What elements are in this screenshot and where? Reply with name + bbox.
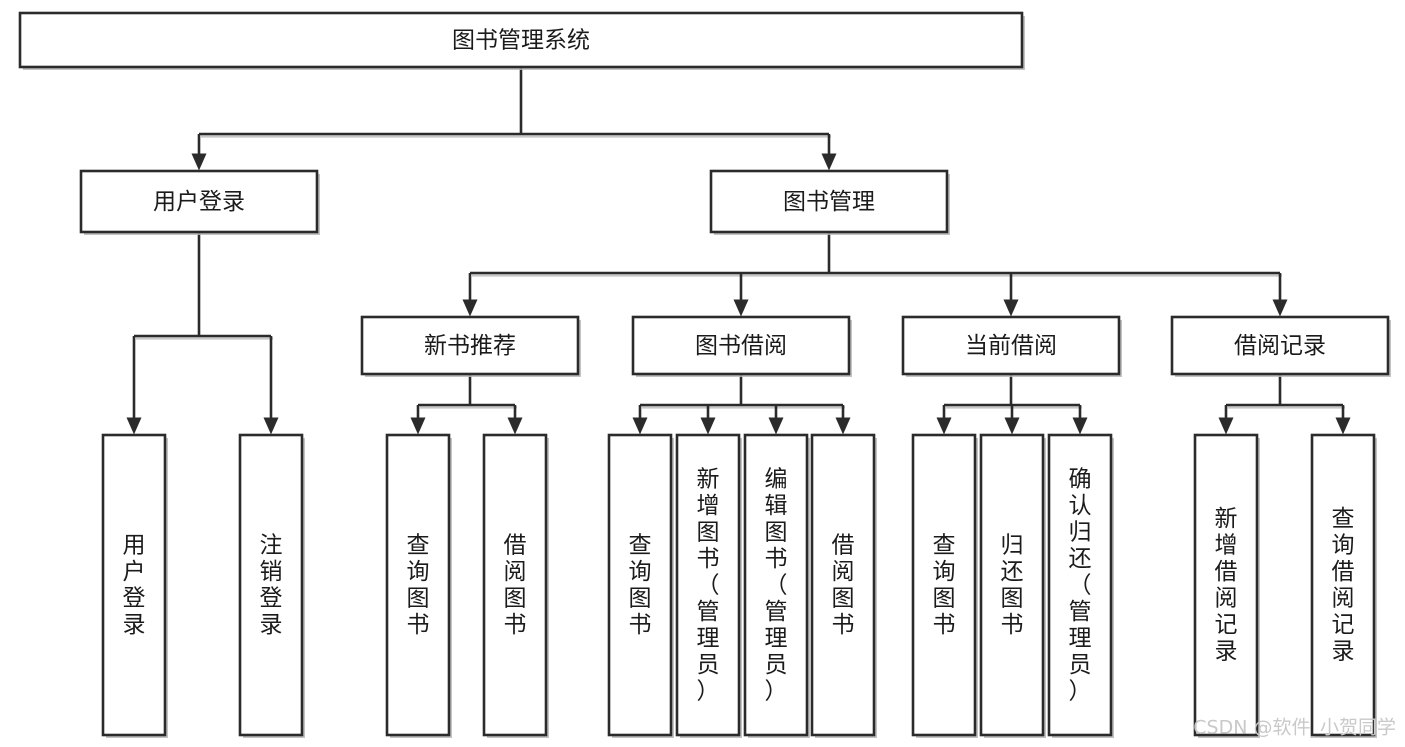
node-leaf-add-book-admin[interactable]: 新增图书（管理员） xyxy=(675,433,742,738)
arrow-head-icon xyxy=(1335,417,1351,435)
node-label: 新书推荐 xyxy=(424,333,516,359)
node-border xyxy=(360,315,580,376)
arrow-head-icon xyxy=(768,417,784,435)
arrow-head-icon xyxy=(835,417,851,435)
nodes-layer: 图书管理系统用户登录图书管理新书推荐图书借阅当前借阅借阅记录用户登录注销登录查询… xyxy=(18,11,1391,738)
connector-userlogin-to-leaves xyxy=(126,232,279,435)
node-label: 确认归还（管理员） xyxy=(1069,466,1092,704)
node-label: 查询图书 xyxy=(407,533,430,639)
node-current-borrow[interactable]: 当前借阅 xyxy=(901,315,1122,377)
node-label: 图书借阅 xyxy=(695,333,787,359)
connector-bookmgmt-to-level3 xyxy=(462,232,1288,317)
node-border xyxy=(631,315,851,376)
node-border xyxy=(979,433,1045,737)
arrow-head-icon xyxy=(632,417,648,435)
node-label: 新增借阅记录 xyxy=(1215,506,1238,665)
connector-bookborrow-to-leaves xyxy=(632,374,851,435)
node-leaf-borrow-book-rec[interactable]: 借阅图书 xyxy=(482,433,549,738)
node-border xyxy=(810,433,876,737)
arrow-head-icon xyxy=(410,417,426,435)
node-leaf-logout[interactable]: 注销登录 xyxy=(238,433,305,738)
csdn-watermark: CSDN @软件_小贺同学 xyxy=(1193,717,1396,739)
node-border xyxy=(709,169,949,234)
node-user-login[interactable]: 用户登录 xyxy=(79,169,320,235)
node-label: 新增图书（管理员） xyxy=(697,466,720,704)
arrow-head-icon xyxy=(733,299,749,317)
arrow-head-icon xyxy=(126,417,142,435)
node-border xyxy=(675,433,741,737)
connector-borrowrecord-to-leaves xyxy=(1218,374,1351,435)
arrow-head-icon xyxy=(462,299,478,317)
node-leaf-query-book-current[interactable]: 查询图书 xyxy=(911,433,978,738)
node-leaf-user-login[interactable]: 用户登录 xyxy=(101,433,168,738)
node-border xyxy=(385,433,451,737)
node-leaf-query-book-borrow[interactable]: 查询图书 xyxy=(607,433,674,738)
arrow-head-icon xyxy=(700,417,716,435)
node-label: 注销登录 xyxy=(260,533,283,639)
arrow-head-icon xyxy=(936,417,952,435)
node-label: 用户登录 xyxy=(153,189,245,215)
node-leaf-edit-book-admin[interactable]: 编辑图书（管理员） xyxy=(743,433,810,738)
arrow-head-icon xyxy=(1272,299,1288,317)
node-leaf-confirm-return-admin[interactable]: 确认归还（管理员） xyxy=(1047,433,1114,738)
node-border xyxy=(901,315,1121,376)
node-label: 借阅记录 xyxy=(1234,333,1326,359)
arrow-head-icon xyxy=(507,417,523,435)
node-label: 借阅图书 xyxy=(504,533,527,639)
node-border xyxy=(911,433,977,737)
arrow-head-icon xyxy=(1004,417,1020,435)
node-border xyxy=(238,433,304,737)
node-leaf-borrow-book-borrow[interactable]: 借阅图书 xyxy=(810,433,877,738)
node-leaf-return-book[interactable]: 归还图书 xyxy=(979,433,1046,738)
connector-root-to-level2 xyxy=(191,67,837,171)
node-new-book-recommend[interactable]: 新书推荐 xyxy=(360,315,581,377)
node-label: 借阅图书 xyxy=(832,533,855,639)
node-leaf-add-borrow-record[interactable]: 新增借阅记录 xyxy=(1193,433,1260,738)
node-label: 编辑图书（管理员） xyxy=(765,466,788,704)
node-border xyxy=(101,433,167,737)
node-label: 归还图书 xyxy=(1001,533,1024,639)
arrow-head-icon xyxy=(263,417,279,435)
node-label: 当前借阅 xyxy=(965,333,1057,359)
node-borrow-record[interactable]: 借阅记录 xyxy=(1170,315,1391,377)
node-label: 图书管理系统 xyxy=(452,28,590,54)
connector-currentborrow-to-leaves xyxy=(936,374,1088,435)
node-label: 查询借阅记录 xyxy=(1332,506,1355,665)
arrow-head-icon xyxy=(191,153,207,171)
node-border xyxy=(607,433,673,737)
node-label: 查询图书 xyxy=(629,533,652,639)
node-border xyxy=(1170,315,1390,376)
arrow-head-icon xyxy=(1218,417,1234,435)
node-border xyxy=(743,433,809,737)
node-label: 用户登录 xyxy=(123,533,146,639)
arrow-head-icon xyxy=(1072,417,1088,435)
arrow-head-icon xyxy=(1003,299,1019,317)
node-book-borrow[interactable]: 图书借阅 xyxy=(631,315,852,377)
node-root-图书管理系统[interactable]: 图书管理系统 xyxy=(18,11,1025,70)
node-leaf-query-borrow-record[interactable]: 查询借阅记录 xyxy=(1310,433,1377,738)
node-leaf-query-book-rec[interactable]: 查询图书 xyxy=(385,433,452,738)
node-book-management[interactable]: 图书管理 xyxy=(709,169,950,235)
connectors-layer xyxy=(126,67,1351,435)
arrow-head-icon xyxy=(821,153,837,171)
node-label: 查询图书 xyxy=(933,533,956,639)
node-border xyxy=(1047,433,1113,737)
node-border xyxy=(1310,433,1376,737)
node-label: 图书管理 xyxy=(783,189,875,215)
node-border xyxy=(18,11,1024,69)
connector-newbook-to-leaves xyxy=(410,374,523,435)
node-border xyxy=(1193,433,1259,737)
node-border xyxy=(482,433,548,737)
node-border xyxy=(79,169,319,234)
